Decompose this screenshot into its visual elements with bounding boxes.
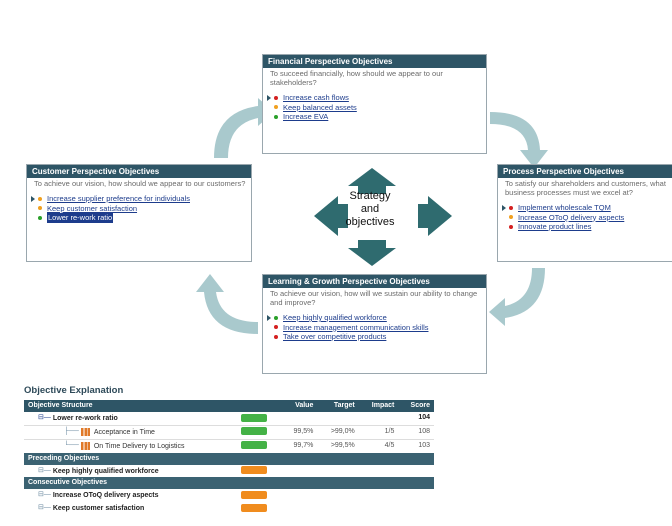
col-value: Value <box>281 400 318 412</box>
status-dot-icon <box>38 196 42 201</box>
process-objective[interactable]: Increase OToQ delivery aspects <box>502 213 672 223</box>
col-target: Target <box>317 400 359 412</box>
current-marker-icon <box>267 94 271 101</box>
learning-objective[interactable]: Take over competitive products <box>267 332 486 342</box>
status-badge <box>241 441 268 450</box>
table-row[interactable]: ⊟— Keep customer satisfaction <box>24 502 434 515</box>
process-question: To satisfy our shareholders and customer… <box>505 179 666 197</box>
chart-icon <box>80 441 90 450</box>
status-badge <box>241 490 268 499</box>
learning-perspective-box: Learning & Growth Perspective Objectives… <box>262 274 487 374</box>
current-marker-icon <box>267 314 271 321</box>
learning-objective[interactable]: Increase management communication skills <box>267 323 486 333</box>
objective-explanation-table: Objective Structure Value Target Impact … <box>24 400 434 515</box>
process-perspective-box: Process Perspective Objectives To satisf… <box>497 164 672 262</box>
customer-question: To achieve our vision, how should we app… <box>34 179 246 188</box>
current-marker-icon <box>31 195 35 202</box>
tree-node-icon: ⊟— <box>38 491 51 499</box>
objective-explanation-title: Objective Explanation <box>24 385 124 396</box>
col-impact: Impact <box>358 400 399 412</box>
status-dot-icon <box>274 315 278 320</box>
process-title: Process Perspective Objectives <box>498 165 672 178</box>
process-objective[interactable]: Implement wholescale TQM <box>502 203 672 213</box>
table-row[interactable]: ⊟— Keep highly qualified workforce <box>24 465 434 478</box>
status-dot-icon <box>274 95 278 100</box>
col-structure: Objective Structure <box>24 400 238 412</box>
chart-icon <box>80 427 90 436</box>
table-row[interactable]: ├── Acceptance in Time 99,5% >99,0% 1/5 … <box>24 425 434 439</box>
financial-perspective-box: Financial Perspective Objectives To succ… <box>262 54 487 154</box>
learning-objective[interactable]: Keep highly qualified workforce <box>267 313 486 323</box>
learning-objectives-list: Keep highly qualified workforce Increase… <box>263 313 486 342</box>
financial-objective[interactable]: Keep balanced assets <box>267 103 486 113</box>
tree-branch-icon: ├── <box>64 427 79 435</box>
learning-question: To achieve our vision, how will we susta… <box>270 289 478 307</box>
status-dot-icon <box>274 105 278 110</box>
financial-objectives-list: Increase cash flows Keep balanced assets… <box>263 93 486 122</box>
table-row[interactable]: ⊟— Lower re-work ratio 104 <box>24 412 434 425</box>
status-dot-icon <box>274 325 278 330</box>
financial-title: Financial Perspective Objectives <box>263 55 486 68</box>
financial-objective[interactable]: Increase EVA <box>267 112 486 122</box>
status-badge <box>241 503 268 512</box>
col-score: Score <box>398 400 434 412</box>
financial-question: To succeed financially, how should we ap… <box>270 69 443 87</box>
status-dot-icon <box>509 205 513 210</box>
tree-node-icon: ⊟— <box>38 414 51 421</box>
customer-objectives-list: Increase supplier preference for individ… <box>27 194 251 223</box>
status-dot-icon <box>38 206 42 211</box>
tree-node-icon: ⊟— <box>38 466 51 474</box>
tree-branch-icon: └── <box>64 441 79 449</box>
learning-title: Learning & Growth Perspective Objectives <box>263 275 486 288</box>
table-row[interactable]: ⊟— Increase OToQ delivery aspects <box>24 489 434 502</box>
table-row[interactable]: └── On Time Delivery to Logistics 99,7% … <box>24 439 434 452</box>
consecutive-header: Consecutive Objectives <box>24 477 434 490</box>
strategy-center-label: Strategy and objectives <box>345 190 395 228</box>
preceding-header: Preceding Objectives <box>24 452 434 465</box>
tree-node-icon: ⊟— <box>38 504 51 512</box>
status-badge <box>241 427 268 436</box>
financial-objective[interactable]: Increase cash flows <box>267 93 486 103</box>
status-badge <box>241 466 268 475</box>
customer-objective[interactable]: Lower re-work ratio <box>31 213 251 223</box>
status-badge <box>241 413 268 422</box>
customer-objective[interactable]: Keep customer satisfaction <box>31 204 251 214</box>
customer-perspective-box: Customer Perspective Objectives To achie… <box>26 164 252 262</box>
table-header: Objective Structure Value Target Impact … <box>24 400 434 412</box>
customer-objective[interactable]: Increase supplier preference for individ… <box>31 194 251 204</box>
status-dot-icon <box>509 224 513 229</box>
process-objective[interactable]: Innovate product lines <box>502 222 672 232</box>
status-dot-icon <box>509 215 513 220</box>
customer-title: Customer Perspective Objectives <box>27 165 251 178</box>
process-objectives-list: Implement wholescale TQM Increase OToQ d… <box>498 203 672 232</box>
status-dot-icon <box>274 334 278 339</box>
status-dot-icon <box>274 114 278 119</box>
status-dot-icon <box>38 215 42 220</box>
current-marker-icon <box>502 204 506 211</box>
